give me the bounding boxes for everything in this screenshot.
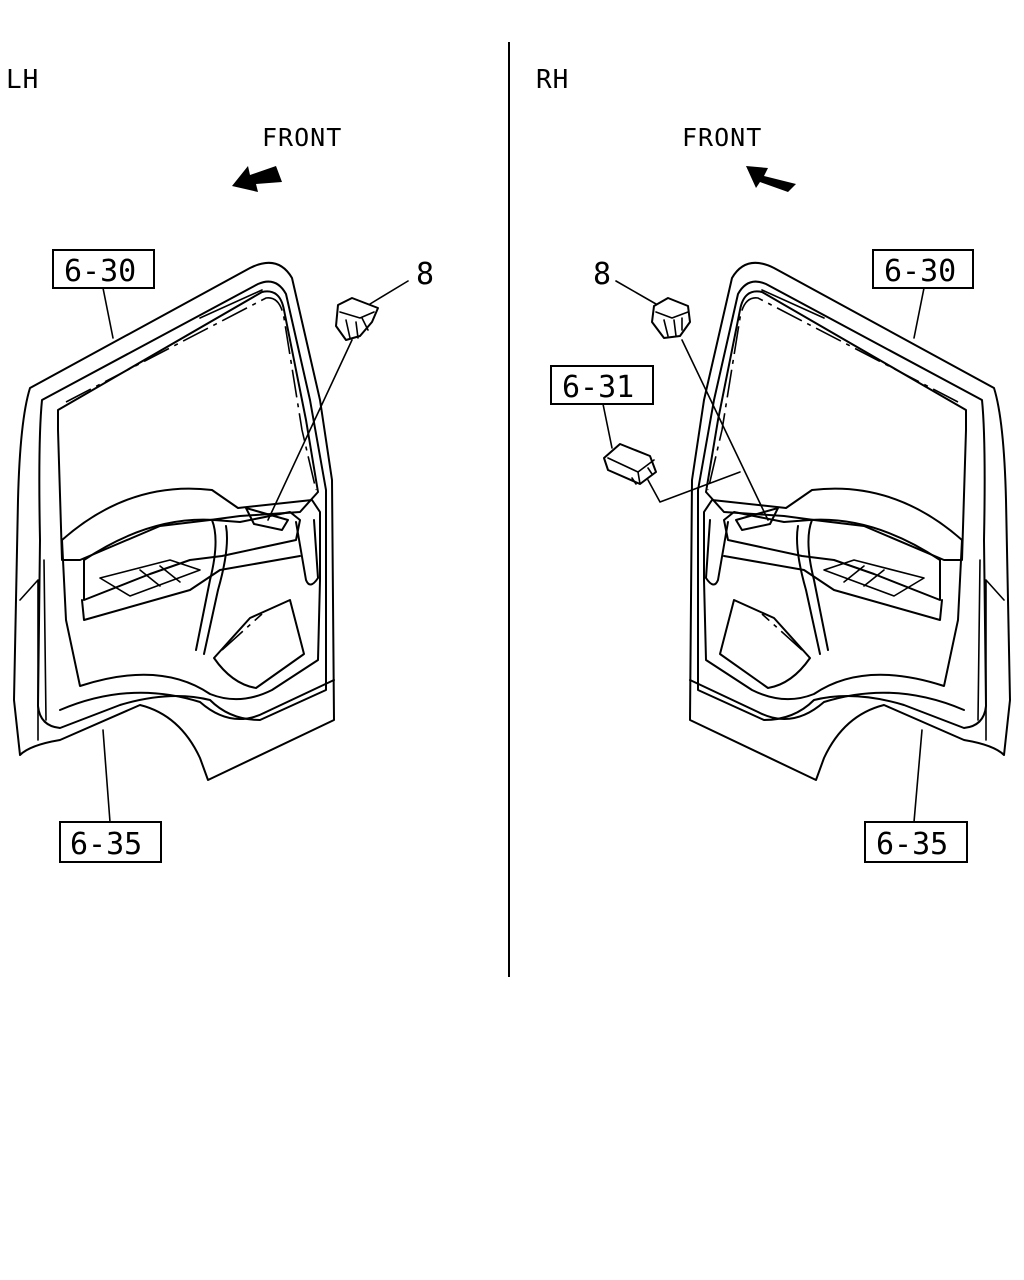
lh-ref-box-bottom — [59, 821, 162, 863]
lh-part-leader — [369, 280, 409, 305]
lh-leader-bottom — [102, 729, 111, 823]
lh-part-pointer — [267, 339, 353, 521]
rh-switch-part-icon — [603, 443, 657, 485]
lh-ref-label-bottom: 6-35 — [70, 827, 142, 862]
lh-panel: LH FRONT 6-30 6-35 8 — [6, 65, 434, 863]
rh-ref-box-bottom — [864, 821, 968, 863]
rh-ref-label-top: 6-30 — [884, 254, 956, 289]
rh-leader-top — [913, 287, 925, 339]
rh-front-label: FRONT — [682, 123, 762, 152]
rh-ref-label-bottom: 6-35 — [876, 827, 948, 862]
rh-ref-label-mid: 6-31 — [562, 370, 634, 405]
rh-front-arrow-icon — [746, 166, 796, 192]
rh-clip-part-icon — [651, 297, 691, 339]
rh-ref-box-top — [872, 249, 974, 289]
rh-ref-box-mid — [550, 365, 654, 405]
rh-leader-bottom — [913, 729, 923, 823]
lh-ref-label-top: 6-30 — [64, 254, 136, 289]
lh-clip-part-icon — [335, 297, 379, 341]
lh-door-drawing — [13, 261, 335, 781]
lh-front-label: FRONT — [262, 123, 342, 152]
rh-part-leader — [615, 280, 657, 305]
lh-side-label: LH — [6, 65, 39, 95]
rh-side-label: RH — [536, 65, 569, 95]
lh-part-number: 8 — [416, 257, 434, 292]
lh-leader-top — [102, 287, 114, 339]
rh-leader-mid — [602, 403, 613, 449]
rh-part-number: 8 — [593, 257, 611, 292]
rh-part-pointer — [681, 339, 769, 521]
lh-front-arrow-icon — [232, 166, 282, 192]
rh-panel: RH FRONT 6-30 6-35 6-31 8 — [536, 65, 1011, 863]
rh-door-drawing — [689, 261, 1011, 781]
rh-switch-pointer — [647, 471, 741, 503]
